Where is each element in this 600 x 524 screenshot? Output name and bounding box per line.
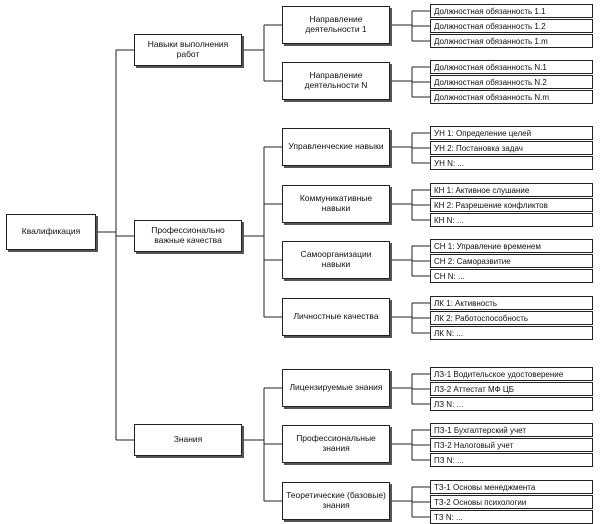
category-node: Самоорганизации навыки	[282, 241, 390, 279]
item-node: ТЗ-2 Основы психологии	[430, 495, 593, 509]
item-node: ТЗ-1 Основы менеджмента	[430, 480, 593, 494]
item-node: СН N: ...	[430, 269, 593, 283]
item-node: ЛЗ N: ...	[430, 397, 593, 411]
item-node: ЛК N: ...	[430, 326, 593, 340]
category-node: Личностные качества	[282, 298, 390, 336]
category-node: Направление деятельности N	[282, 62, 390, 100]
item-node: Должностная обязанность 1.m	[430, 34, 593, 48]
item-node: КН N: ...	[430, 213, 593, 227]
item-node: КН 2: Разрешение конфликтов	[430, 198, 593, 212]
category-node: Направление деятельности 1	[282, 6, 390, 44]
root-node: Квалификация	[6, 214, 96, 250]
category-node: Профессиональные знания	[282, 425, 390, 463]
item-node: ПЗ-2 Налоговый учет	[430, 438, 593, 452]
item-node: СН 2: Саморазвитие	[430, 254, 593, 268]
item-node: ТЗ N: ...	[430, 510, 593, 524]
group-node: Знания	[134, 424, 242, 456]
item-node: ПЗ-1 Бухгалтерский учет	[430, 423, 593, 437]
item-node: УН 2: Постановка задач	[430, 141, 593, 155]
item-node: ЛЗ-1 Водительское удостоверение	[430, 367, 593, 381]
group-node: Навыки выполнения работ	[134, 34, 242, 66]
item-node: СН 1: Управление временем	[430, 239, 593, 253]
item-node: ЛК 2: Работоспособность	[430, 311, 593, 325]
group-node: Профессионально важные качества	[134, 220, 242, 252]
category-node: Лицензируемые знания	[282, 369, 390, 407]
category-node: Коммуникативные навыки	[282, 185, 390, 223]
item-node: УН 1: Определение целей	[430, 126, 593, 140]
category-node: Управленческие навыки	[282, 128, 390, 166]
item-node: ЛЗ-2 Аттестат МФ ЦБ	[430, 382, 593, 396]
item-node: ПЗ N: ...	[430, 453, 593, 467]
item-node: ЛК 1: Активность	[430, 296, 593, 310]
item-node: КН 1: Активное слушание	[430, 183, 593, 197]
item-node: УН N: ...	[430, 156, 593, 170]
category-node: Теоретические (базовые) знания	[282, 482, 390, 520]
item-node: Должностная обязанность N.1	[430, 60, 593, 74]
item-node: Должностная обязанность 1.1	[430, 4, 593, 18]
item-node: Должностная обязанность N.m	[430, 90, 593, 104]
item-node: Должностная обязанность 1.2	[430, 19, 593, 33]
item-node: Должностная обязанность N.2	[430, 75, 593, 89]
